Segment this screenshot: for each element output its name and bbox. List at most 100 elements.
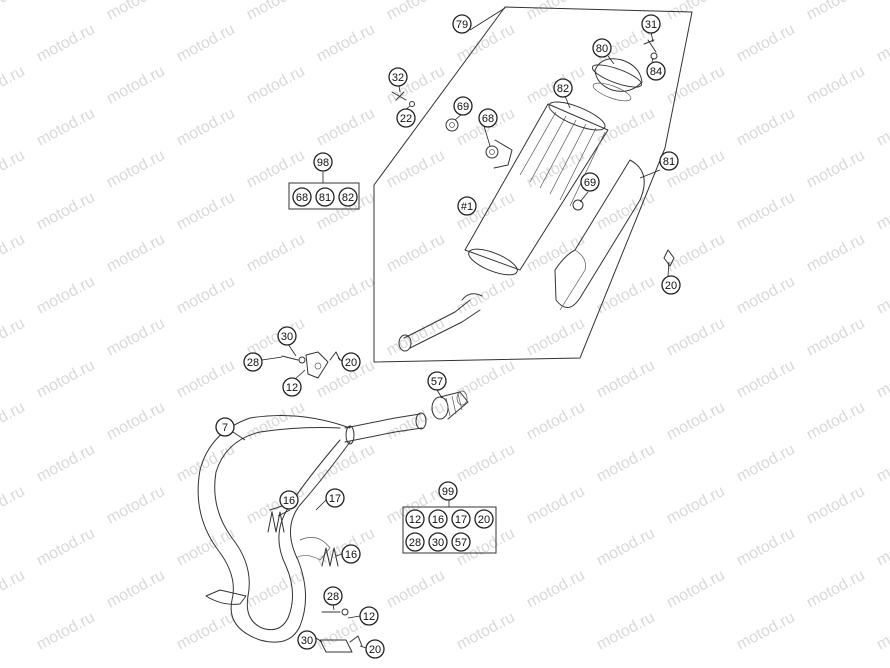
watermark-text: motod.ru xyxy=(874,441,890,486)
callout-c20b: 20 xyxy=(341,352,361,372)
lower-mounting-hardware xyxy=(319,608,363,653)
watermark-text: motod.ru xyxy=(804,147,868,192)
watermark-text: motod.ru xyxy=(384,147,448,192)
callout-label: 20 xyxy=(369,644,381,656)
callout-label: 20 xyxy=(345,357,357,369)
watermark-text: motod.ru xyxy=(104,567,168,612)
watermark-text: motod.ru xyxy=(734,609,798,654)
callout-c98: 98 xyxy=(313,152,333,172)
callout-c20a: 20 xyxy=(661,275,681,295)
watermark-text: motod.ru xyxy=(454,357,518,402)
callout-circle xyxy=(646,61,666,81)
watermark-text: motod.ru xyxy=(104,63,168,108)
watermark-text: motod.ru xyxy=(384,315,448,360)
watermark-text: motod.ru xyxy=(174,273,238,318)
callout-c99: 99 xyxy=(438,481,458,501)
callout-circle xyxy=(451,532,471,552)
watermark-text: motod.ru xyxy=(874,525,890,570)
watermark-text: motod.ru xyxy=(874,357,890,402)
kit-99-item: 30 xyxy=(428,532,448,552)
silencer-protective-cover xyxy=(554,159,645,311)
callout-circle xyxy=(341,544,361,564)
watermark-text: motod.ru xyxy=(34,21,98,66)
callout-label: 28 xyxy=(409,537,421,549)
callout-circle xyxy=(315,187,335,207)
callout-c28a: 28 xyxy=(243,352,263,372)
callout-circle xyxy=(277,326,297,346)
callout-c69b: 69 xyxy=(580,172,600,192)
callout-circle xyxy=(359,606,379,626)
watermark-text: motod.ru xyxy=(34,273,98,318)
silencer-end-cap xyxy=(591,58,643,102)
kit-99-item: 12 xyxy=(405,509,425,529)
callout-circle xyxy=(325,488,345,508)
watermark-text: motod.ru xyxy=(734,441,798,486)
upper-mounting-hardware xyxy=(281,351,341,379)
leader-lines xyxy=(232,7,670,649)
kit-98-item: 81 xyxy=(315,187,335,207)
callout-label: 12 xyxy=(363,611,375,623)
callout-circle xyxy=(215,417,235,437)
callout-label: 31 xyxy=(645,19,657,31)
callout-label: 12 xyxy=(286,382,298,394)
watermark-text: motod.ru xyxy=(454,609,518,654)
kit-99-item: 16 xyxy=(428,509,448,529)
watermark-text: motod.ru xyxy=(524,399,588,444)
watermark-text: motod.ru xyxy=(174,609,238,654)
watermark-text: motod.ru xyxy=(874,609,890,654)
watermark-text: motod.ru xyxy=(524,567,588,612)
callout-label: 30 xyxy=(281,331,293,343)
kit-99-item: 57 xyxy=(451,532,471,552)
watermark-text: motod.ru xyxy=(804,231,868,276)
callout-circle xyxy=(282,377,302,397)
watermark-text: motod.ru xyxy=(734,189,798,234)
callout-label: 69 xyxy=(584,177,596,189)
watermark-text: motod.ru xyxy=(804,315,868,360)
callout-c79: 79 xyxy=(452,14,472,34)
callout-circle xyxy=(323,586,343,606)
silencer-assembly-frame xyxy=(373,6,693,363)
watermark-text: motod.ru xyxy=(594,189,658,234)
watermark-text: motod.ru xyxy=(0,567,28,612)
callout-label: 17 xyxy=(329,493,341,505)
watermark-text: motod.ru xyxy=(174,357,238,402)
watermark-text: motod.ru xyxy=(594,357,658,402)
callout-label: 7 xyxy=(222,422,228,434)
callout-label: 68 xyxy=(296,192,308,204)
callout-label: 99 xyxy=(442,486,454,498)
callout-c7: 7 xyxy=(215,417,235,437)
callout-label: 20 xyxy=(665,280,677,292)
watermark-text: motod.ru xyxy=(34,105,98,150)
callout-circle xyxy=(292,187,312,207)
callout-label: #1 xyxy=(461,201,473,213)
flange-seal xyxy=(431,390,469,420)
watermark-text: motod.ru xyxy=(244,567,308,612)
watermark-text: motod.ru xyxy=(594,273,658,318)
callout-c82: 82 xyxy=(553,78,573,98)
callout-circle xyxy=(405,532,425,552)
watermark-text: motod.ru xyxy=(594,525,658,570)
watermark-text: motod.ru xyxy=(664,399,728,444)
watermark-text: motod.ru xyxy=(0,231,28,276)
watermark-text: motod.ru xyxy=(174,21,238,66)
callout-c17: 17 xyxy=(325,488,345,508)
callout-circle xyxy=(297,630,317,650)
watermark-text: motod.ru xyxy=(874,105,890,150)
callout-circle xyxy=(453,96,473,116)
callout-c12a: 12 xyxy=(282,377,302,397)
watermark-text: motod.ru xyxy=(174,189,238,234)
callout-circle xyxy=(396,108,416,128)
kit-99-item: 17 xyxy=(451,509,471,529)
watermark-text: motod.ru xyxy=(384,231,448,276)
callout-label: 57 xyxy=(431,376,443,388)
watermark-text: motod.ru xyxy=(0,63,28,108)
callout-circle xyxy=(405,509,425,529)
callout-c69a: 69 xyxy=(453,96,473,116)
kit-99-item: 20 xyxy=(474,509,494,529)
callout-circle xyxy=(457,196,477,216)
callout-circle xyxy=(659,151,679,171)
callout-label: 80 xyxy=(596,43,608,55)
